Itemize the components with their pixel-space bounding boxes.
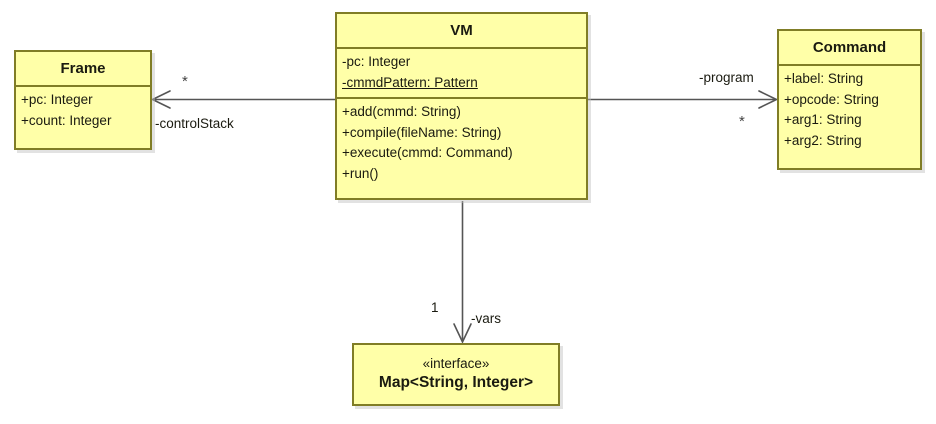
operation-row: +run() [342,165,379,181]
class-name-command: Command [779,31,920,66]
attribute-row: +arg2: String [784,132,862,148]
class-box-frame[interactable]: Frame +pc: Integer +count: Integer [14,50,152,150]
role-label-controlstack: -controlStack [155,116,234,131]
class-box-command[interactable]: Command +label: String +opcode: String +… [777,29,922,170]
attribute-row: +label: String [784,71,864,86]
multiplicity-label-controlstack: * [182,73,188,90]
attribute-row: +opcode: String [784,91,879,107]
attribute-row: +count: Integer [21,112,112,128]
interface-name-map: Map<String, Integer> [378,374,534,391]
arrowhead-vm-frame [150,90,171,109]
multiplicity-label-program: * [739,113,745,130]
attribute-row: +pc: Integer [21,92,93,107]
arrowhead-vm-map [453,323,472,344]
interface-box-map[interactable]: «interface» Map<String, Integer> [352,343,560,406]
attributes-compartment-vm: -pc: Integer -cmmdPattern: Pattern [337,49,586,99]
operation-row: +add(cmmd: String) [342,104,461,119]
class-name-vm: VM [337,14,586,49]
attribute-row-static: -cmmdPattern: Pattern [342,74,478,90]
attributes-compartment-frame: +pc: Integer +count: Integer [16,87,150,135]
operation-row: +execute(cmmd: Command) [342,145,513,160]
class-name-frame: Frame [16,52,150,87]
stereotype-label-interface: «interface» [422,356,490,371]
arrowhead-vm-command [758,90,779,109]
class-box-vm[interactable]: VM -pc: Integer -cmmdPattern: Pattern +a… [335,12,588,200]
multiplicity-label-vars: 1 [431,300,439,315]
attribute-row: +arg1: String [784,112,862,127]
attribute-row: -pc: Integer [342,54,411,69]
attributes-compartment-command: +label: String +opcode: String +arg1: St… [779,66,920,155]
role-label-vars: -vars [471,311,501,326]
operation-row: +compile(fileName: String) [342,124,502,140]
operations-compartment-vm: +add(cmmd: String) +compile(fileName: St… [337,99,586,188]
role-label-program: -program [699,70,754,85]
